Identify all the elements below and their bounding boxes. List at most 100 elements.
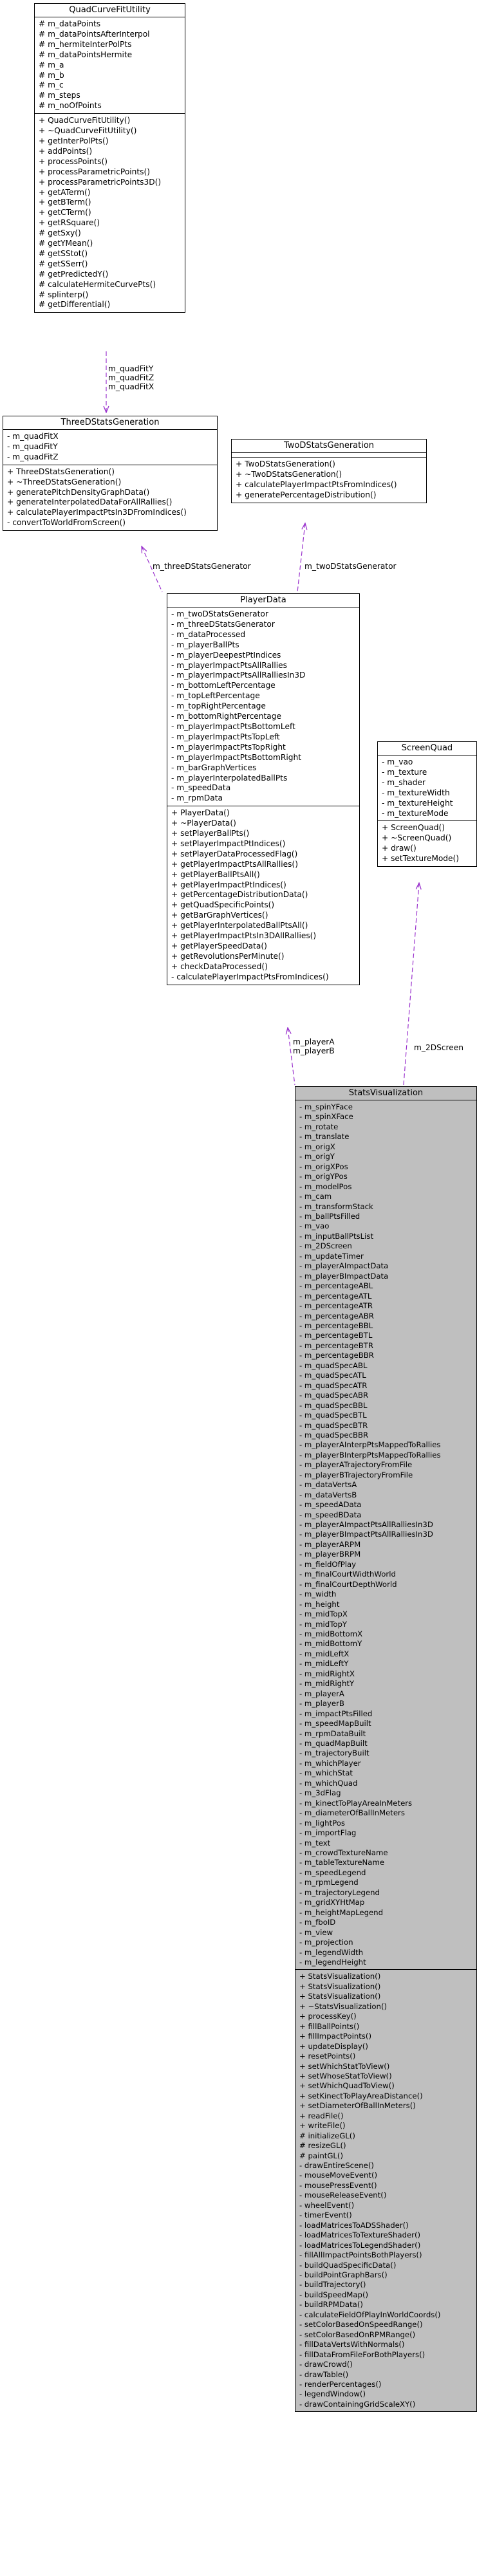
class-quad-curve-fit-utility[interactable]: QuadCurveFitUtility # m_dataPoints# m_da…: [34, 3, 185, 313]
class-member: - m_quadSpecBTR: [299, 1420, 368, 1430]
class-member: + getPlayerInterpolatedBallPtsAll(): [171, 921, 308, 931]
class-member: - m_legendWidth: [299, 1947, 363, 1957]
class-member: - m_rpmData: [171, 793, 223, 803]
edge-label-line: m_threeDStatsGenerator: [153, 562, 251, 571]
class-member: - m_threeDStatsGenerator: [171, 619, 275, 629]
class-member: - m_speedAData: [299, 1500, 362, 1510]
class-member: - m_textureHeight: [382, 798, 453, 808]
class-member: # getPredictedY(): [39, 269, 109, 279]
class-member: + updateDisplay(): [299, 2041, 368, 2051]
class-member: - m_height: [299, 1599, 340, 1609]
class-member: + StatsVisualization(): [299, 1972, 381, 1981]
class-member: - m_playerBRPM: [299, 1550, 361, 1559]
class-member: - m_speedMapBuilt: [299, 1719, 371, 1728]
class-member: + processPoints(): [39, 156, 108, 166]
class-member: - m_percentageBTR: [299, 1340, 373, 1350]
class-member: + calculatePlayerImpactPtsFromIndices(): [236, 479, 397, 489]
class-member: + getCTerm(): [39, 208, 91, 218]
class-member: - m_playerImpactPtsAllRalliesIn3D: [171, 671, 306, 680]
class-member: - m_vao: [382, 757, 413, 766]
class-member: + getPlayerSpeedData(): [171, 941, 267, 950]
edge-label-line: m_twoDStatsGenerator: [304, 562, 397, 571]
class-member: - m_speedBData: [299, 1510, 362, 1519]
class-member: - m_rpmLegend: [299, 1878, 359, 1887]
class-three-d-stats-generation[interactable]: ThreeDStatsGeneration - m_quadFitX- m_qu…: [3, 416, 218, 532]
class-member: - m_percentageBBR: [299, 1351, 374, 1360]
attributes-section: # m_dataPoints# m_dataPointsAfterInterpo…: [35, 17, 185, 113]
class-member: - m_bottomRightPercentage: [171, 712, 281, 721]
class-member: # getSStot(): [39, 248, 88, 258]
class-stats-visualization[interactable]: StatsVisualization - m_spinYFace- m_spin…: [295, 1086, 477, 2413]
class-member: - mouseReleaseEvent(): [299, 2191, 387, 2200]
class-member: - m_midRightX: [299, 1669, 355, 1678]
edge-label-two-generator: m_twoDStatsGenerator: [304, 562, 397, 571]
class-member: # m_a: [39, 60, 64, 69]
class-member: - buildSpeedMap(): [299, 2290, 369, 2299]
class-member: - m_playerImpactPtsTopRight: [171, 742, 286, 752]
class-title: ScreenQuad: [378, 742, 476, 755]
methods-section: + ThreeDStatsGeneration()+ ~ThreeDStatsG…: [3, 464, 217, 530]
class-member: - m_playerB: [299, 1699, 344, 1709]
class-member: - m_quadSpecABR: [299, 1391, 369, 1400]
class-member: + fillBallPoints(): [299, 2021, 360, 2031]
class-member: + ~ScreenQuad(): [382, 833, 452, 843]
class-screen-quad[interactable]: ScreenQuad - m_vao- m_texture- m_shader-…: [377, 741, 477, 867]
class-member: + TwoDStatsGeneration(): [236, 459, 335, 468]
class-member: + setPlayerImpactPtIndices(): [171, 839, 286, 848]
class-member: - m_speedLegend: [299, 1867, 366, 1877]
class-player-data[interactable]: PlayerData - m_twoDStatsGenerator- m_thr…: [167, 593, 360, 985]
class-member: - m_midLeftX: [299, 1649, 350, 1658]
edge-label-three-generator: m_threeDStatsGenerator: [153, 562, 251, 571]
class-member: - drawContainingGridScaleXY(): [299, 2399, 416, 2409]
class-member: - m_gridXYHtMap: [299, 1898, 365, 1907]
class-member: - m_percentageATR: [299, 1301, 373, 1311]
class-member: - m_topRightPercentage: [171, 701, 266, 711]
class-member: + ~QuadCurveFitUtility(): [39, 126, 137, 136]
class-member: - m_lightPos: [299, 1818, 345, 1828]
class-member: - m_origYPos: [299, 1172, 348, 1181]
methods-section: + StatsVisualization()+ StatsVisualizati…: [295, 1969, 476, 2411]
class-member: - setColorBasedOnSpeedRange(): [299, 2320, 423, 2330]
class-member: # splinterp(): [39, 290, 89, 299]
class-member: - m_percentageABR: [299, 1311, 374, 1320]
class-member: - m_inputBallPtsList: [299, 1231, 374, 1241]
class-title: QuadCurveFitUtility: [35, 4, 185, 17]
class-member: + ThreeDStatsGeneration(): [7, 467, 115, 476]
class-member: + setWhoseStatToView(): [299, 2071, 392, 2080]
class-member: + PlayerData(): [171, 808, 230, 818]
class-member: - m_origX: [299, 1142, 335, 1151]
class-title: PlayerData: [167, 594, 359, 607]
edge-label-2dscreen: m_2DScreen: [414, 1043, 463, 1052]
class-member: # resizeGL(): [299, 2141, 346, 2151]
class-member: - m_fboID: [299, 1918, 336, 1927]
class-member: + readFile(): [299, 2111, 344, 2120]
class-member: - m_whichStat: [299, 1768, 353, 1778]
class-two-d-stats-generation[interactable]: TwoDStatsGeneration + TwoDStatsGeneratio…: [231, 439, 427, 503]
class-member: + checkDataProcessed(): [171, 961, 268, 971]
class-member: + fillImpactPoints(): [299, 2032, 372, 2041]
class-member: - m_whichQuad: [299, 1778, 358, 1788]
class-member: - mouseMoveEvent(): [299, 2171, 378, 2180]
class-member: - buildPointGraphBars(): [299, 2270, 388, 2280]
class-member: # getSxy(): [39, 228, 81, 238]
attributes-section: - m_vao- m_texture- m_shader- m_textureW…: [378, 755, 476, 820]
class-member: - m_dataProcessed: [171, 629, 246, 639]
class-member: - m_translate: [299, 1132, 350, 1142]
class-member: + generateInterpolatedDataForAllRallies(…: [7, 497, 173, 507]
class-member: - setColorBasedOnRPMRange(): [299, 2330, 416, 2339]
class-member: + writeFile(): [299, 2121, 346, 2131]
class-member: # initializeGL(): [299, 2131, 355, 2140]
class-member: + setPlayerBallPts(): [171, 829, 250, 839]
class-member: - m_origY: [299, 1152, 335, 1162]
class-member: # getYMean(): [39, 239, 93, 248]
class-member: - m_rpmDataBuilt: [299, 1728, 366, 1738]
edge-label-players: m_playerA m_playerB: [293, 1037, 335, 1055]
class-member: - m_cam: [299, 1192, 332, 1201]
class-member: + setPlayerDataProcessedFlag(): [171, 849, 298, 858]
class-member: - m_dataVertsA: [299, 1480, 357, 1490]
class-member: - fillDataVertsWithNormals(): [299, 2340, 405, 2349]
class-member: - loadMatricesToTextureShader(): [299, 2230, 421, 2240]
edge-label-line: m_2DScreen: [414, 1043, 464, 1052]
class-member: - m_playerImpactPtsBottomRight: [171, 752, 301, 762]
class-member: - m_quadSpecATR: [299, 1380, 368, 1390]
